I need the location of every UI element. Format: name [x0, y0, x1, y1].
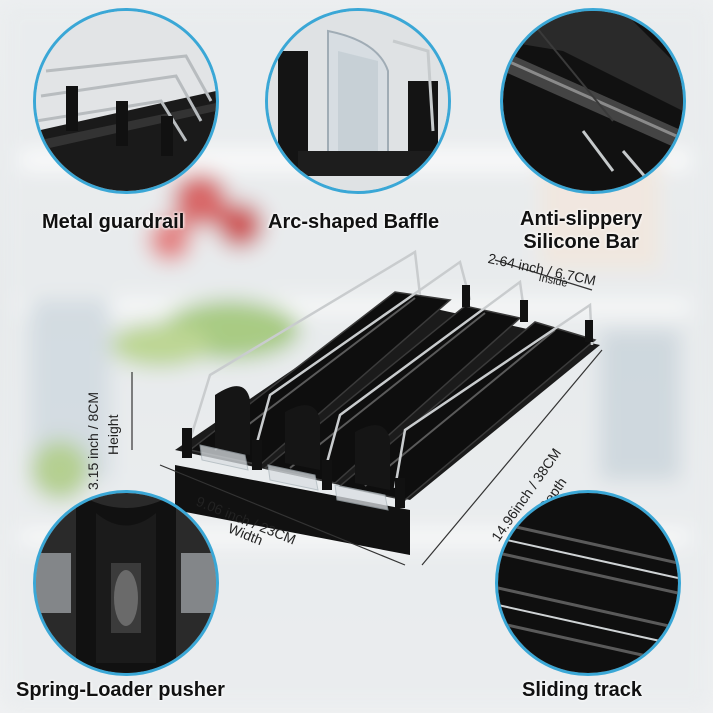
silicone-bar-caption: Anti-slippery Silicone Bar — [520, 208, 642, 254]
spring-loader-pusher-detail-image — [33, 490, 219, 676]
height-label: Height — [105, 414, 121, 455]
silicone-bar-detail-image — [500, 8, 686, 194]
sliding-track-detail-image — [495, 490, 681, 676]
silicone-bar-caption-line2: Silicone Bar — [523, 231, 639, 253]
sliding-track-caption: Sliding track — [522, 679, 643, 701]
arc-shaped-baffle-caption: Arc-shaped Baffle — [268, 211, 440, 233]
spring-loader-pusher-caption: Spring-Loader pusher — [16, 679, 225, 701]
arc-shaped-baffle-detail-image — [265, 8, 451, 194]
height-value-label: 3.15 inch / 8CM — [85, 391, 101, 490]
silicone-bar-caption-line1: Anti-slippery — [520, 208, 643, 230]
metal-guardrail-caption: Metal guardrail — [42, 211, 185, 233]
metal-guardrail-detail-image — [33, 8, 219, 194]
